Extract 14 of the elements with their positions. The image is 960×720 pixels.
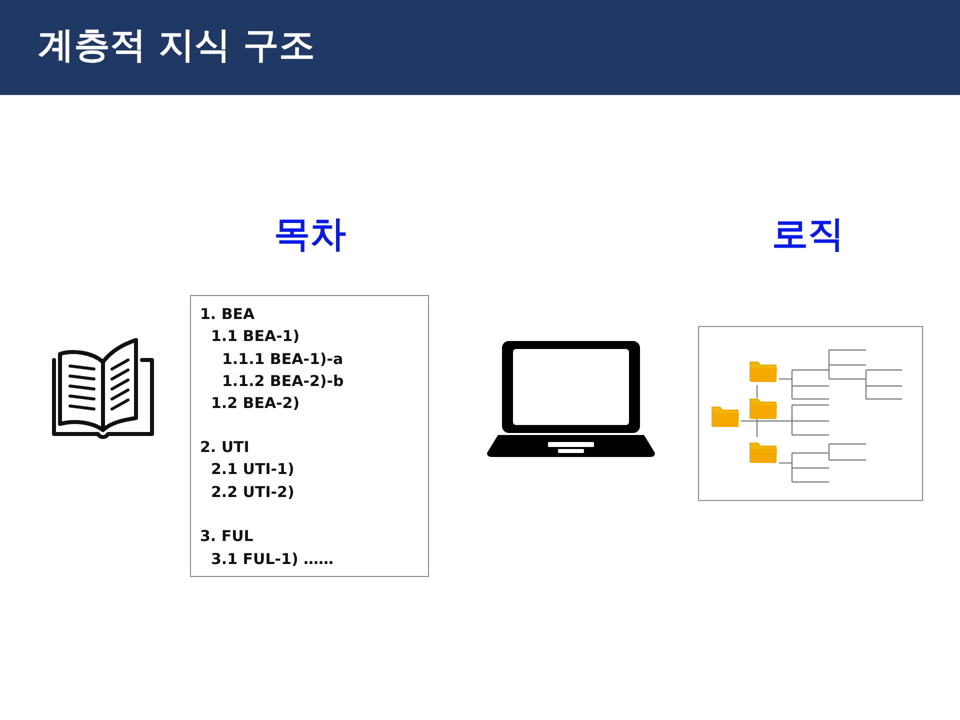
section-heading: 목차 xyxy=(274,213,346,257)
outline-item: 2. UTI xyxy=(200,438,250,456)
outline-item: 1.1 BEA-1) xyxy=(211,327,300,345)
outline-item: 2.2 UTI-2) xyxy=(211,483,294,501)
outline-item: 1.2 BEA-2) xyxy=(211,394,300,412)
outline-item: 3. FUL xyxy=(200,527,254,545)
section-heading: 로직 xyxy=(772,213,844,257)
outline-item: 1.1.2 BEA-2)-b xyxy=(222,372,344,390)
outline-item: 1.1.1 BEA-1)-a xyxy=(222,350,344,368)
outline-item: 3.1 FUL-1) …… xyxy=(211,550,334,568)
outline-box xyxy=(190,295,429,577)
outline-item: 2.1 UTI-1) xyxy=(211,460,294,478)
outline-item: 1. BEA xyxy=(200,305,255,323)
slide-title: 계층적 지식 구조 xyxy=(38,24,316,68)
